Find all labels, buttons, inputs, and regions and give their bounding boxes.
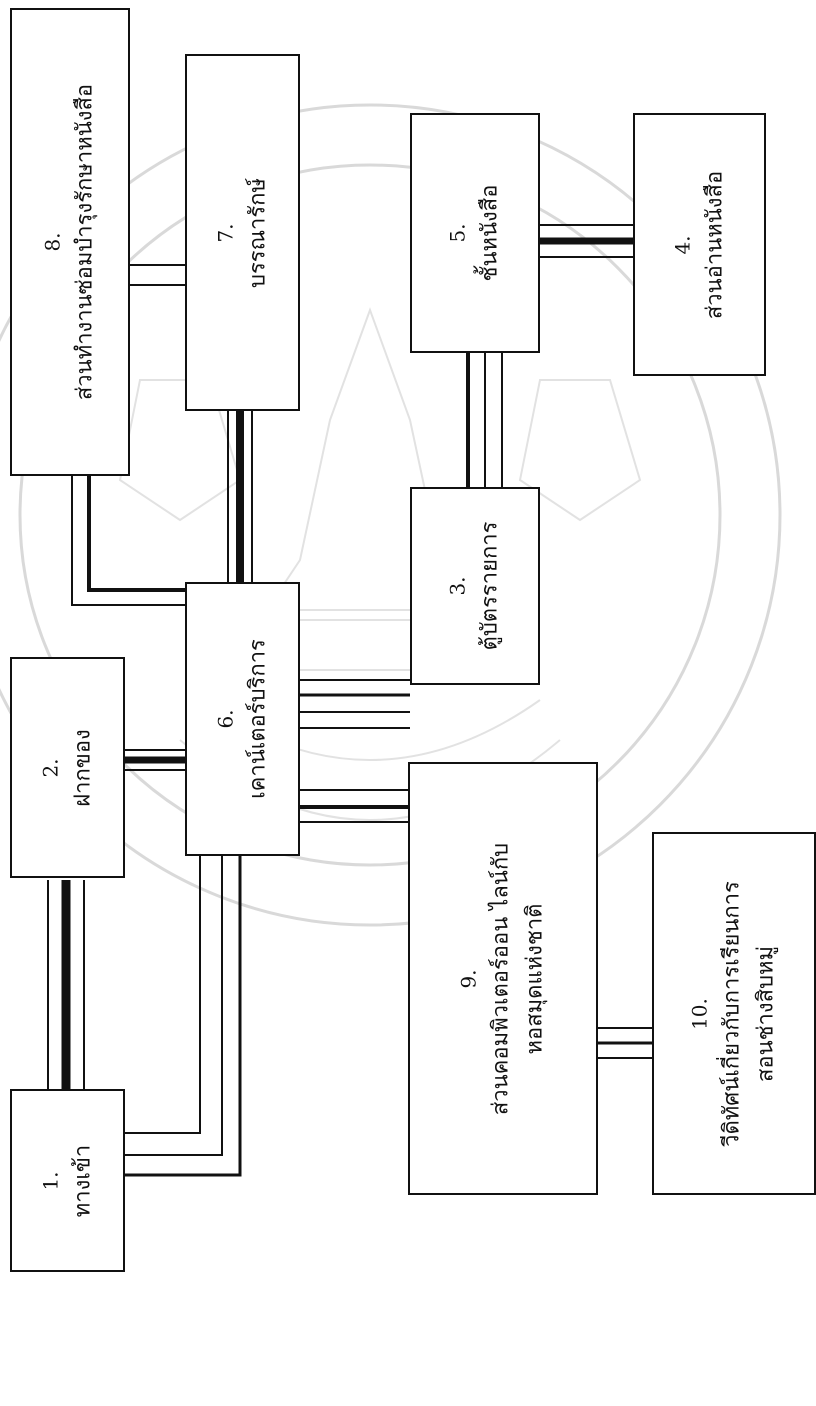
box-8-book-repair-area: 8. ส่วนทำงานซ่อมบำรุงรักษาหนังสือ <box>10 8 130 476</box>
box-1-label: ทางเข้า <box>69 1144 95 1217</box>
box-7-librarian: 7. บรรณารักษ์ <box>185 54 300 411</box>
box-9-number: 9. <box>456 968 481 989</box>
box-4-label: ส่วนอ่านหนังสือ <box>701 170 727 319</box>
box-8-label: ส่วนทำงานซ่อมบำรุงรักษาหนังสือ <box>72 83 98 401</box>
box-4-reading-area: 4. ส่วนอ่านหนังสือ <box>633 113 766 376</box>
box-7-label: บรรณารักษ์ <box>244 177 270 288</box>
box-10-label-line-1: วีดิทัศน์เกี่ยวกับการเรียนการ <box>719 880 745 1147</box>
box-3-card-catalog: 3. ตู้บัตรรายการ <box>410 487 540 685</box>
box-1-entrance: 1. ทางเข้า <box>10 1089 125 1272</box>
box-10-number: 10. <box>687 997 712 1030</box>
box-4-number: 4. <box>669 234 694 255</box>
box-8-number: 8. <box>40 232 65 252</box>
box-2-label: ฝากของ <box>69 728 95 807</box>
box-2-bag-deposit: 2. ฝากของ <box>10 657 125 878</box>
connector-1-6-line <box>97 855 242 1177</box>
box-1-number: 1. <box>37 1170 62 1191</box>
box-6-number: 6. <box>212 709 237 729</box>
box-10-label-line-2: สอนช่างสิบหมู่ <box>753 945 779 1082</box>
connector-1-6-line <box>97 855 223 1156</box>
box-3-label: ตู้บัตรรายการ <box>477 521 503 651</box>
box-5-label: ชั้นหนังสือ <box>477 184 503 282</box>
box-7-number: 7. <box>212 222 237 243</box>
box-5-number: 5. <box>445 223 470 243</box>
box-6-service-counter: 6. เคาน์เตอร์บริการ <box>185 582 300 856</box>
connector-8-6-line <box>71 475 185 606</box>
box-6-label: เคาน์เตอร์บริการ <box>244 639 270 799</box>
box-9-label-line-2: หอสมุดแห่งชาติ <box>522 903 548 1054</box>
box-9-online-computer-area: 9. ส่วนคอมพิวเตอร์ออน ไลน์กับ หอสมุดแห่ง… <box>408 762 598 1195</box>
box-3-number: 3. <box>445 576 470 596</box>
box-2-number: 2. <box>37 757 62 778</box>
box-9-label-line-1: ส่วนคอมพิวเตอร์ออน ไลน์กับ <box>488 842 514 1115</box>
box-5-bookshelves: 5. ชั้นหนังสือ <box>410 113 540 353</box>
connector-8-6-line <box>87 475 185 592</box>
box-10-video-area: 10. วีดิทัศน์เกี่ยวกับการเรียนการ สอนช่า… <box>652 832 816 1195</box>
connector-1-6-line <box>97 855 201 1134</box>
